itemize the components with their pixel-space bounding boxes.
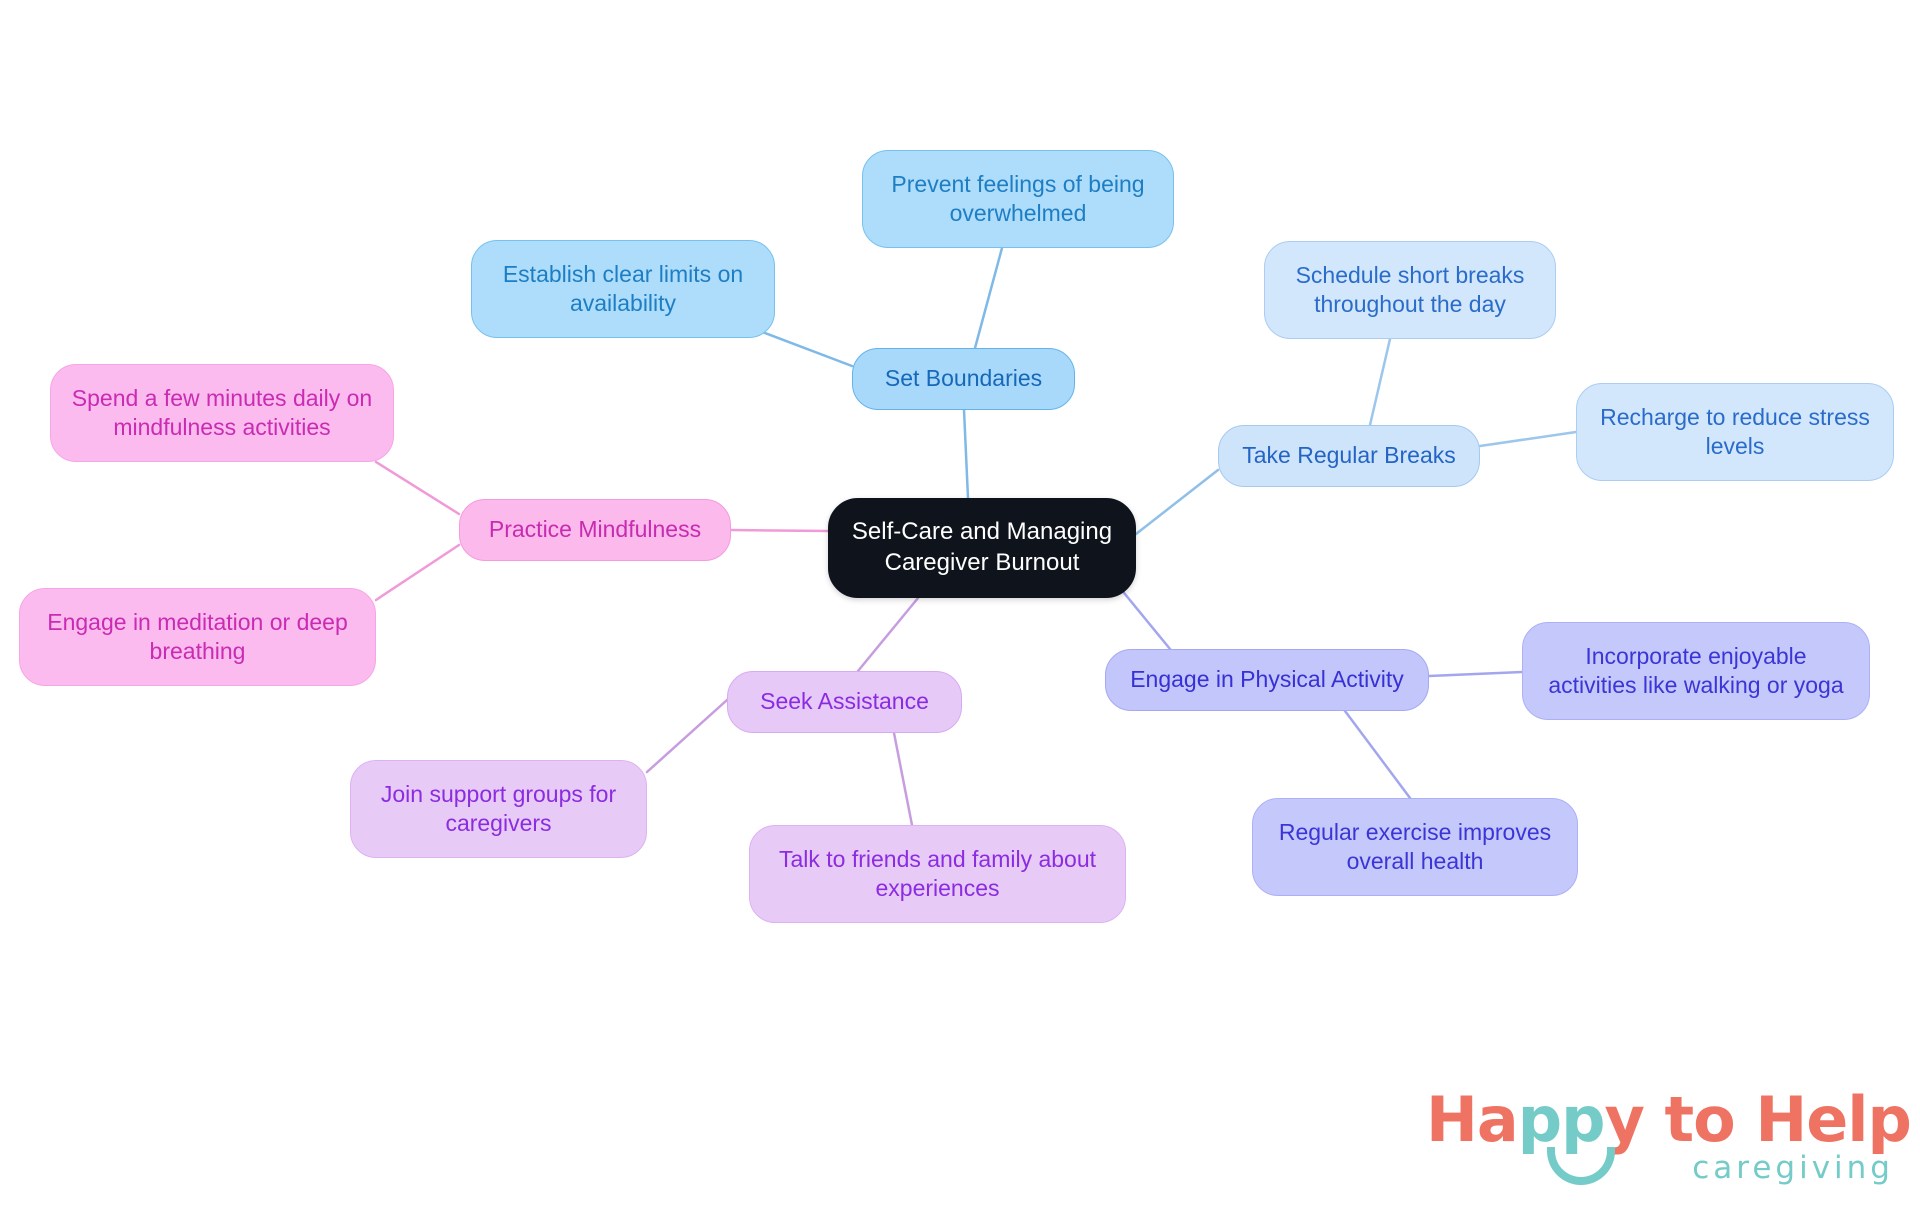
mindmap-leaf-prevent-overwhelm[interactable]: Prevent feelings of being overwhelmed [862, 150, 1174, 248]
connector-root-seek-assistance [856, 596, 920, 673]
connector-sa-join [645, 698, 729, 774]
mindmap-branch-engage-physical-activity[interactable]: Engage in Physical Activity [1105, 649, 1429, 711]
mindmap-leaf-talk-friends-family[interactable]: Talk to friends and family about experie… [749, 825, 1126, 923]
connector-epa-incorporate [1427, 670, 1524, 678]
mindmap-branch-practice-mindfulness[interactable]: Practice Mindfulness [459, 499, 731, 561]
mindmap-leaf-meditation-deep-breathing[interactable]: Engage in meditation or deep breathing [19, 588, 376, 686]
connector-sb-establish [755, 328, 854, 368]
mindmap-root-node[interactable]: Self-Care and Managing Caregiver Burnout [828, 498, 1136, 598]
logo-word-part-2: pp [1517, 1083, 1606, 1156]
logo-wordmark: Happy to Help [1426, 1089, 1912, 1151]
connector-trb-schedule [1368, 337, 1392, 427]
mindmap-branch-set-boundaries[interactable]: Set Boundaries [852, 348, 1075, 410]
logo-word-part-1: Ha [1426, 1083, 1519, 1156]
connector-pm-meditation [374, 543, 461, 602]
connector-trb-recharge [1478, 430, 1578, 448]
connector-root-take-regular-breaks [1134, 468, 1220, 536]
mindmap-leaf-schedule-short-breaks[interactable]: Schedule short breaks throughout the day [1264, 241, 1556, 339]
connector-root-set-boundaries [962, 408, 970, 500]
connector-pm-spend [374, 460, 461, 516]
mindmap-branch-seek-assistance[interactable]: Seek Assistance [727, 671, 962, 733]
mindmap-leaf-spend-minutes-daily[interactable]: Spend a few minutes daily on mindfulness… [50, 364, 394, 462]
connector-epa-regular [1343, 709, 1412, 800]
connector-sb-prevent [973, 246, 1004, 350]
connector-root-engage-physical [1118, 586, 1172, 651]
mindmap-branch-take-regular-breaks[interactable]: Take Regular Breaks [1218, 425, 1480, 487]
smile-arc-icon [1547, 1147, 1615, 1185]
connector-root-practice-mindfulness [729, 528, 830, 533]
logo-tagline: caregiving [1692, 1150, 1894, 1186]
logo-word-part-3: y to Help [1604, 1083, 1912, 1156]
connector-sa-talk [892, 731, 914, 827]
mindmap-leaf-establish-limits[interactable]: Establish clear limits on availability [471, 240, 775, 338]
mindmap-leaf-regular-exercise-health[interactable]: Regular exercise improves overall health [1252, 798, 1578, 896]
mindmap-leaf-recharge-reduce-stress[interactable]: Recharge to reduce stress levels [1576, 383, 1894, 481]
brand-logo: Happy to Help caregiving [1426, 1089, 1912, 1197]
mindmap-leaf-incorporate-enjoyable[interactable]: Incorporate enjoyable activities like wa… [1522, 622, 1870, 720]
mindmap-leaf-join-support-groups[interactable]: Join support groups for caregivers [350, 760, 647, 858]
